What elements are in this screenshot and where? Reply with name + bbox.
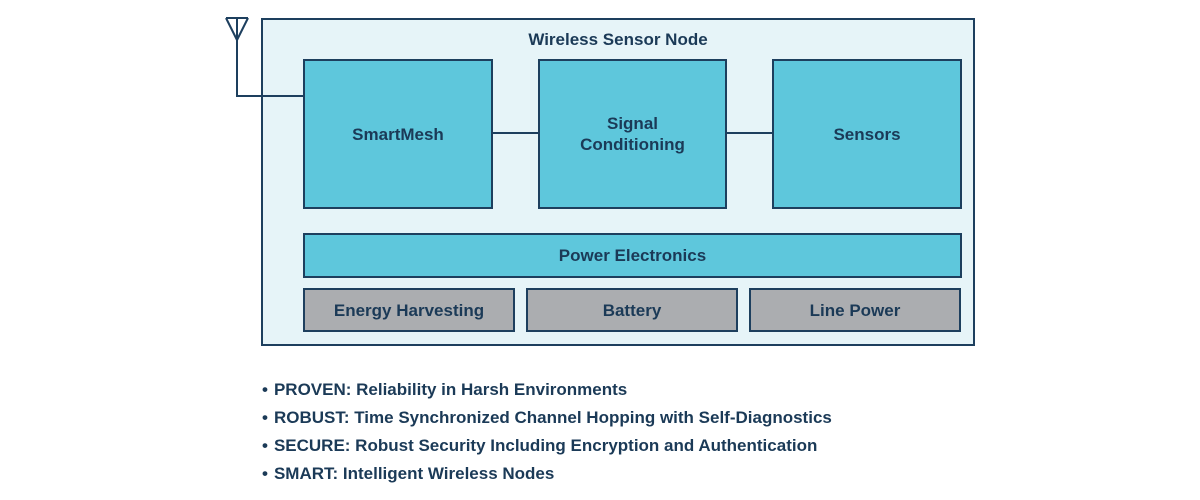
feature-text: SECURE: Robust Security Including Encryp…	[273, 436, 818, 455]
power-electronics-block: Power Electronics	[303, 233, 962, 278]
line-power-block: Line Power	[749, 288, 961, 332]
antenna-icon	[225, 17, 304, 97]
signal-conditioning-block: Signal Conditioning	[538, 59, 727, 209]
bullet-icon: •	[262, 464, 268, 483]
bullet-icon: •	[262, 408, 268, 427]
sensors-label: Sensors	[833, 124, 901, 144]
energy-harvesting-block: Energy Harvesting	[303, 288, 515, 332]
energy-harvesting-label: Energy Harvesting	[333, 300, 485, 320]
bullet-icon: •	[262, 436, 268, 455]
feature-item: • SMART: Intelligent Wireless Nodes	[262, 463, 832, 491]
bullet-icon: •	[262, 380, 268, 399]
battery-block: Battery	[526, 288, 738, 332]
feature-text: ROBUST: Time Synchronized Channel Hoppin…	[273, 408, 832, 427]
battery-label: Battery	[602, 300, 662, 320]
node-title: Wireless Sensor Node	[528, 30, 708, 49]
feature-item: • ROBUST: Time Synchronized Channel Hoppi…	[262, 407, 832, 435]
smartmesh-block: SmartMesh	[303, 59, 493, 209]
power-electronics-label: Power Electronics	[558, 246, 707, 265]
line-power-label: Line Power	[809, 300, 901, 320]
smartmesh-label: SmartMesh	[352, 124, 444, 144]
feature-list: • PROVEN: Reliability in Harsh Environmen…	[262, 379, 832, 491]
sensors-block: Sensors	[772, 59, 962, 209]
signal-conditioning-label: Signal Conditioning	[580, 114, 685, 154]
feature-item: • SECURE: Robust Security Including Encry…	[262, 435, 832, 463]
feature-text: PROVEN: Reliability in Harsh Environment…	[273, 380, 628, 399]
feature-item: • PROVEN: Reliability in Harsh Environmen…	[262, 379, 832, 407]
feature-text: SMART: Intelligent Wireless Nodes	[273, 464, 555, 483]
